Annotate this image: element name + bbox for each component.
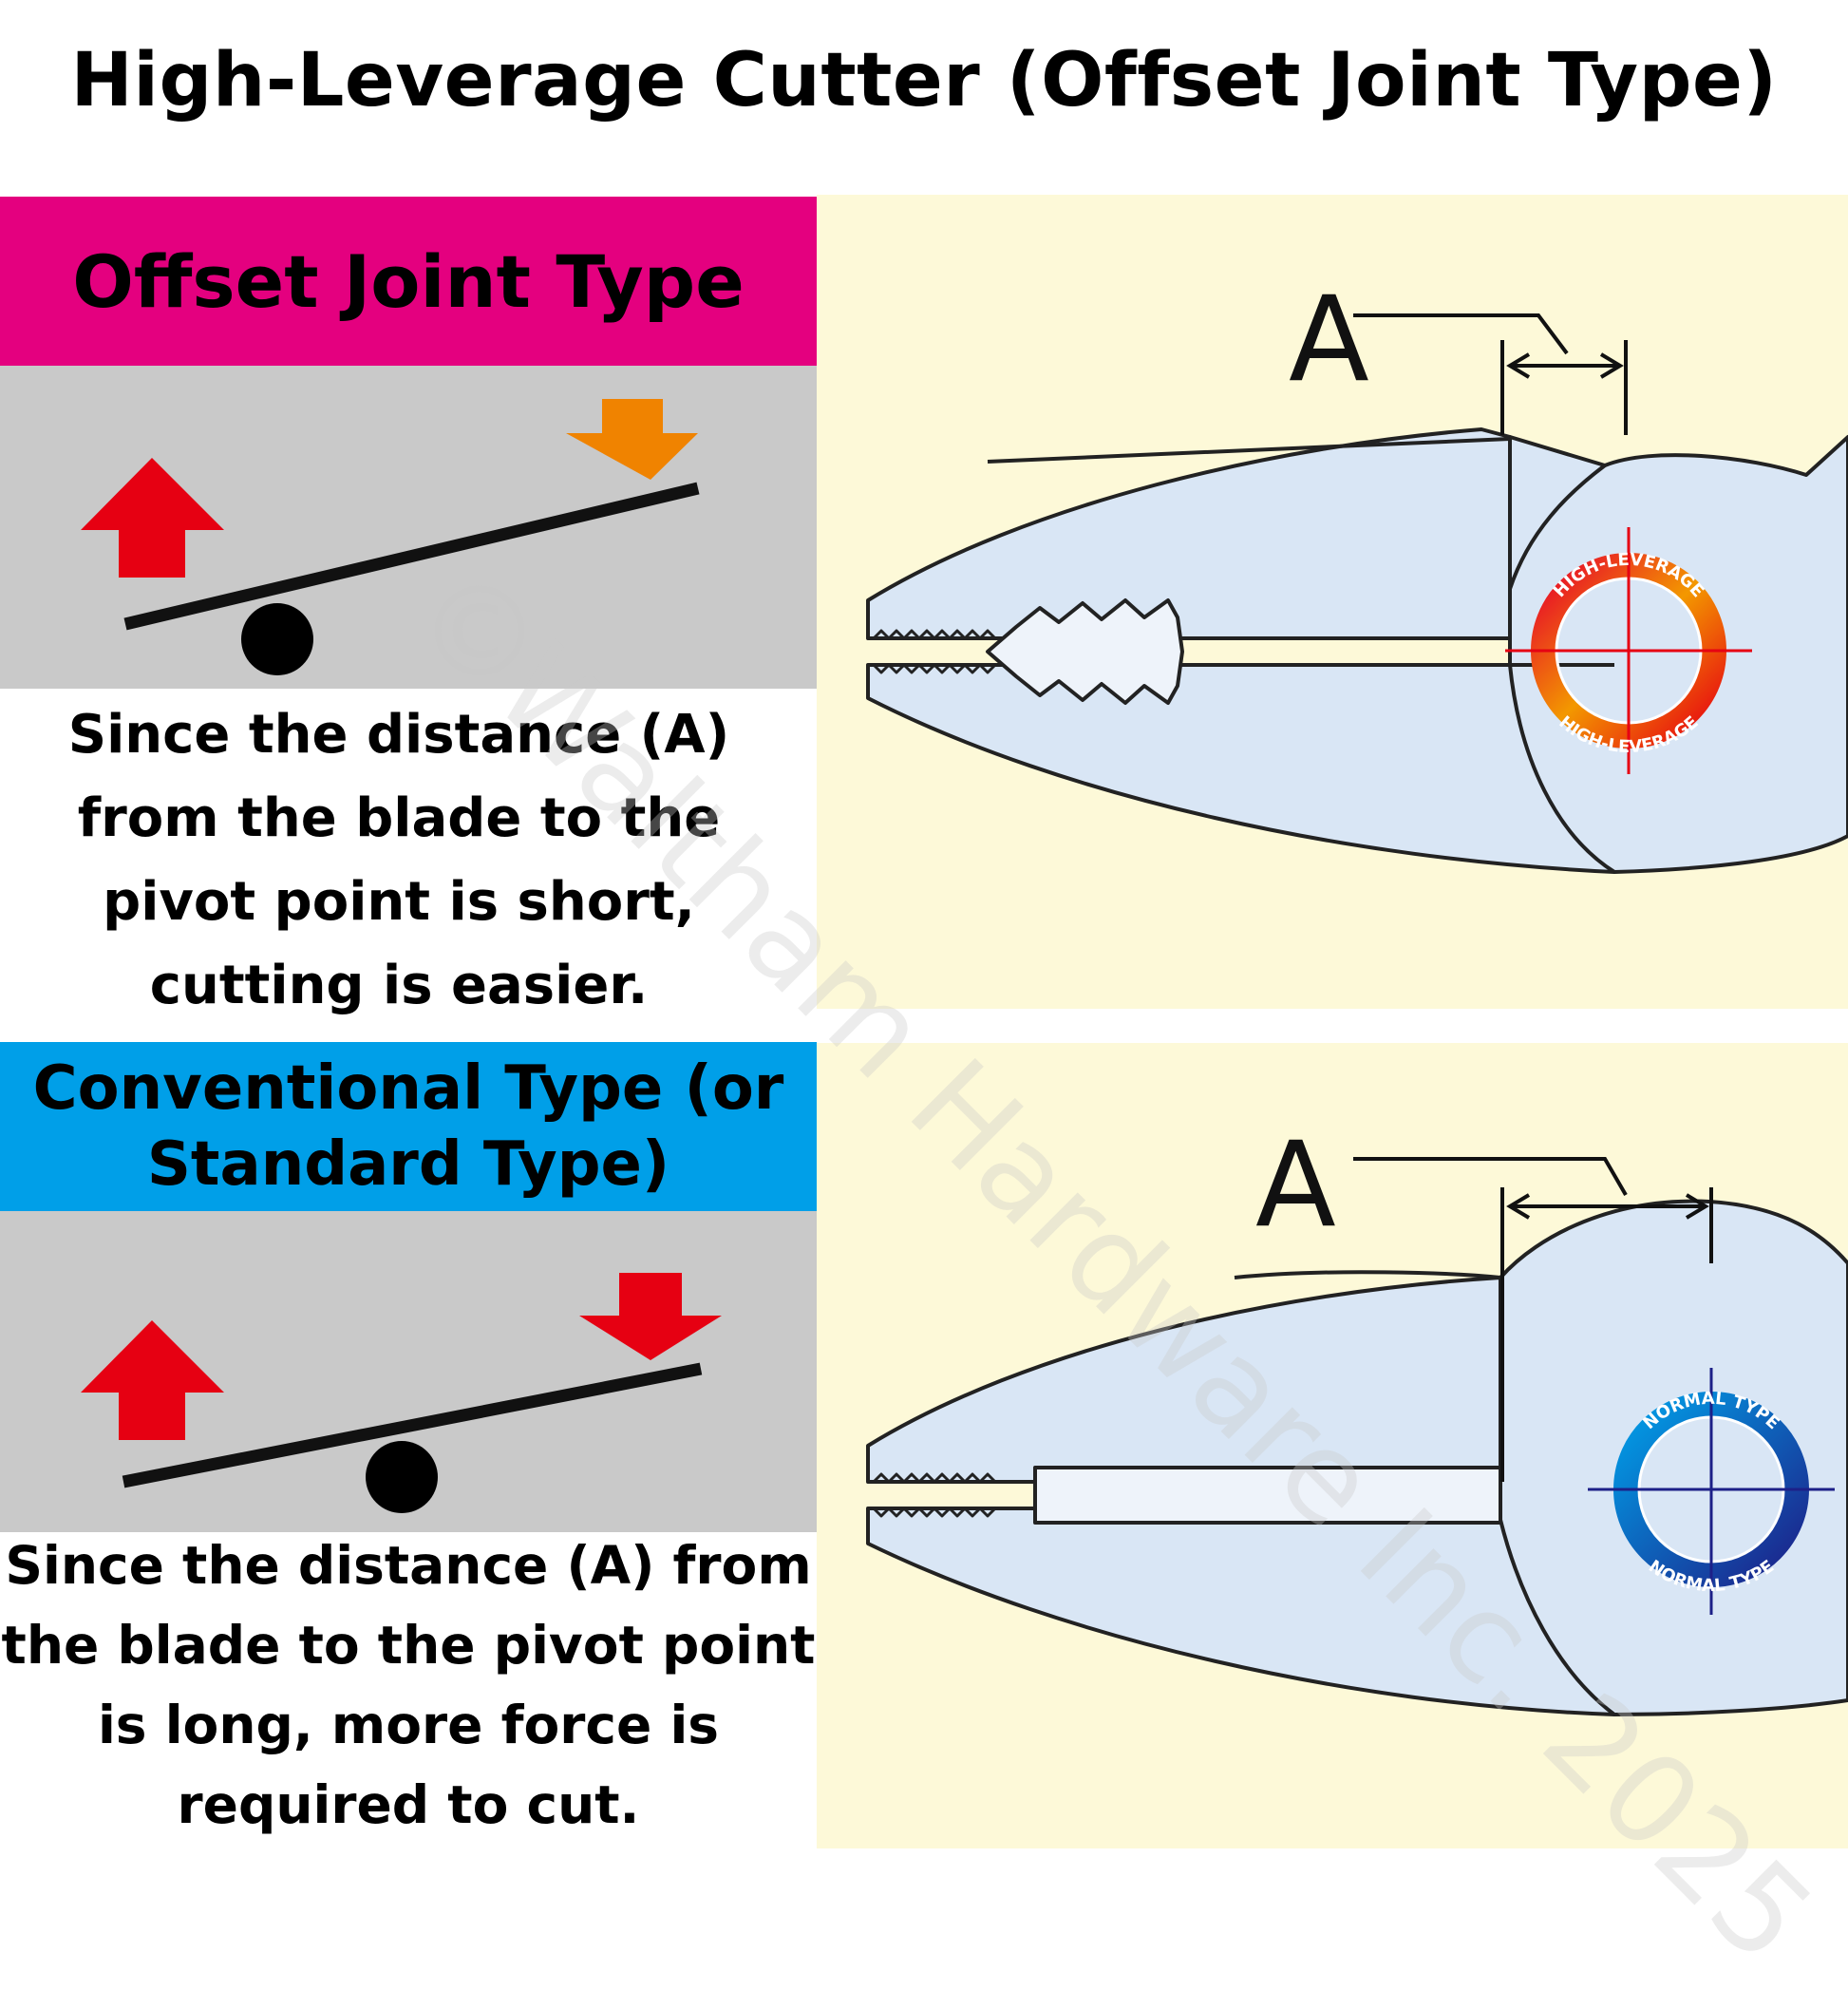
conventional-lever (81, 1273, 722, 1513)
lever-beam (123, 482, 700, 631)
conventional-description: Since the distance (A) from the blade to… (1, 1535, 816, 1835)
normal-type-badge: NORMAL TYPE NORMAL TYPE (1588, 1368, 1835, 1615)
watermark-copyright-icon: © (418, 560, 541, 705)
conventional-heading: Conventional Type (or Standard Type) (0, 1042, 817, 1211)
offset-description: Since the distance (A) from the blade to… (67, 704, 730, 1016)
fulcrum-dot (241, 603, 313, 675)
offset-dimension (1353, 313, 1628, 435)
offset-dimension-label: A (1289, 272, 1369, 408)
offset-heading: Offset Joint Type (0, 197, 817, 366)
up-arrow-icon (81, 458, 224, 578)
up-arrow-icon (81, 1320, 224, 1440)
diagram-graphics: A HIGH-LEVERAGE HIGH-LEVERAGE (81, 272, 1848, 1716)
small-down-arrow-icon (566, 399, 698, 480)
conventional-dimension (1353, 1157, 1713, 1482)
lever-beam (122, 1362, 703, 1488)
page-title: High-Leverage Cutter (Offset Joint Type) (70, 38, 1778, 123)
conventional-plier (866, 1199, 1848, 1716)
fulcrum-dot (366, 1441, 438, 1513)
large-down-arrow-icon (579, 1273, 722, 1360)
conventional-dimension-label: A (1255, 1117, 1336, 1254)
offset-lever (81, 399, 700, 675)
offset-plier (866, 427, 1848, 874)
panel-divider (817, 1009, 1848, 1043)
